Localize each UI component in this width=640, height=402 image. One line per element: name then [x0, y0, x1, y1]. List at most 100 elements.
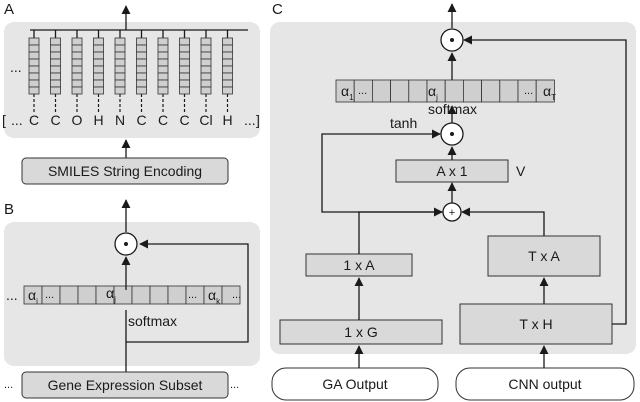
smiles-column-0 [28, 30, 40, 112]
column-cell [179, 72, 190, 81]
column-cell [136, 37, 147, 46]
column-cell [222, 58, 233, 67]
b-attention-cell [59, 285, 79, 305]
c-alpha-j-label: αj [428, 83, 438, 102]
c-cell-ellipsis-2: ... [524, 85, 533, 97]
oneG-box [279, 319, 443, 345]
gene-right-ellipsis: ... [230, 379, 239, 391]
oneA-to-sum-arrow [358, 207, 443, 254]
column-cell [71, 44, 83, 53]
oneG-label: 1 x G [344, 324, 377, 340]
ax1-label: A x 1 [436, 163, 467, 179]
b-attention-cell [113, 285, 133, 305]
smiles-bracket-close: ] [256, 112, 260, 128]
column-cell [136, 72, 147, 81]
column-cell [50, 72, 61, 81]
c-attention-cell [390, 79, 410, 103]
column-cell [93, 58, 104, 67]
smiles-column-1 [50, 30, 61, 112]
panel-b-left-ellipsis: ... [6, 287, 18, 303]
smiles-char-2: O [72, 112, 83, 128]
column-cell [200, 58, 212, 67]
ga-output-box [271, 367, 439, 401]
column-cell [71, 51, 83, 60]
TH-to-top-product-arrow [463, 35, 627, 325]
smiles-column-6 [157, 30, 169, 112]
column-cell [50, 51, 61, 60]
column-cell [28, 44, 40, 53]
column-cell [179, 65, 190, 74]
column-cell [222, 44, 233, 53]
smiles-char-8: Cl [199, 112, 212, 128]
column-cell [71, 72, 83, 81]
tanh-label: tanh [390, 115, 417, 131]
column-cell [136, 65, 147, 74]
column-cell [28, 37, 40, 46]
column-cell [71, 37, 83, 46]
smiles-column-9 [222, 30, 233, 112]
column-cell [93, 37, 104, 46]
column-cell [136, 58, 147, 67]
column-cell [93, 65, 104, 74]
panel-b: B ... αi ... αj ... αk ... softmax ... G… [4, 199, 260, 399]
b-attention-cell [77, 285, 97, 305]
smiles-right-ellipsis: ... [244, 112, 256, 128]
smiles-char-7: C [179, 112, 189, 128]
column-cell [157, 44, 169, 53]
panel-b-product-dot [124, 242, 128, 246]
alpha-T-label: αT [543, 83, 556, 102]
smiles-bracket-open: [ [2, 112, 6, 128]
smiles-encoding-box [21, 157, 229, 185]
smiles-column-3 [93, 30, 104, 112]
column-cell [200, 51, 212, 60]
column-cell [157, 51, 169, 60]
b-attention-cell [149, 285, 169, 305]
smiles-char-1: C [50, 112, 60, 128]
column-cell [93, 79, 104, 88]
column-cell [179, 44, 190, 53]
column-cell [157, 37, 169, 46]
panel-b-label: B [4, 201, 14, 218]
smiles-column-8 [200, 30, 212, 112]
column-cell [179, 37, 190, 46]
alpha-k-label: αk [208, 287, 221, 306]
b-attention-cell [167, 285, 187, 305]
column-cell [114, 37, 126, 46]
column-cell [222, 51, 233, 60]
ga-output-label: GA Output [322, 376, 387, 392]
gene-expression-label: Gene Expression Subset [48, 377, 203, 393]
column-cell [222, 79, 233, 88]
cnn-output-label: CNN output [508, 376, 581, 392]
column-cell [200, 72, 212, 81]
gene-left-ellipsis: ... [4, 379, 13, 391]
panel-a-background [4, 22, 260, 138]
smiles-char-9: H [222, 112, 232, 128]
column-cell [200, 86, 212, 95]
column-cell [157, 58, 169, 67]
column-cell [71, 86, 83, 95]
alpha-1-label: α1 [341, 83, 354, 102]
TA-label: T x A [528, 248, 560, 264]
column-cell [200, 65, 212, 74]
column-cell [28, 72, 40, 81]
c-attention-cell [535, 79, 555, 103]
column-cell [157, 72, 169, 81]
column-cell [136, 44, 147, 53]
smiles-column-4 [114, 30, 126, 112]
column-cell [157, 86, 169, 95]
column-cell [114, 58, 126, 67]
cell-ellipsis-3: ... [232, 289, 241, 301]
column-cell [50, 44, 61, 53]
smiles-left-ellipsis: ... [11, 112, 23, 128]
b-attention-cell [131, 285, 151, 305]
column-cell [200, 79, 212, 88]
c-cell-ellipsis-1: ... [358, 85, 367, 97]
column-cell [50, 79, 61, 88]
column-cell [179, 86, 190, 95]
panel-b-softmax-label: softmax [128, 313, 177, 329]
column-cell [50, 65, 61, 74]
panel-c-attention-cells [335, 79, 555, 103]
